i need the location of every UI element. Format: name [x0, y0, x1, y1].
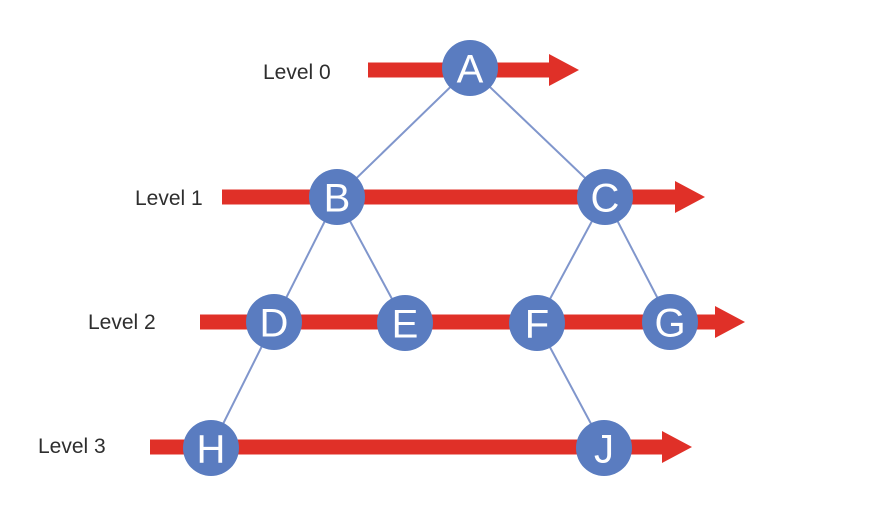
node-A-label: A: [457, 47, 484, 91]
node-D-label: D: [260, 301, 289, 345]
node-H-label: H: [197, 427, 226, 471]
level-3-arrowhead-icon: [662, 431, 692, 463]
node-B-label: B: [324, 176, 351, 220]
tree-nodes: A B C D E F G H J: [183, 40, 698, 476]
node-A-circle: [442, 40, 498, 96]
node-F: F: [509, 295, 565, 351]
node-G: G: [642, 294, 698, 350]
node-E-circle: [377, 295, 433, 351]
tree-edge-A-C: [469, 67, 606, 198]
node-H: H: [183, 420, 239, 476]
node-C: C: [577, 169, 633, 225]
node-C-circle: [577, 169, 633, 225]
node-H-circle: [183, 420, 239, 476]
node-E: E: [377, 295, 433, 351]
node-D: D: [246, 294, 302, 350]
level-label-3: Level 3: [38, 435, 106, 458]
tree-edge-A-B: [336, 67, 471, 198]
node-C-label: C: [591, 176, 620, 220]
node-G-circle: [642, 294, 698, 350]
node-J-circle: [576, 420, 632, 476]
node-D-circle: [246, 294, 302, 350]
tree-edges: [210, 67, 671, 449]
node-A: A: [442, 40, 498, 96]
node-B-circle: [309, 169, 365, 225]
level-2-arrowhead-icon: [715, 306, 745, 338]
node-F-circle: [509, 295, 565, 351]
level-label-0: Level 0: [263, 61, 331, 84]
level-labels: Level 0 Level 1 Level 2 Level 3: [38, 61, 331, 458]
node-B: B: [309, 169, 365, 225]
level-0-arrowhead-icon: [549, 54, 579, 86]
node-E-label: E: [392, 302, 419, 346]
node-J-label: J: [594, 427, 614, 471]
level-1-arrowhead-icon: [675, 181, 705, 213]
level-label-2: Level 2: [88, 311, 156, 334]
node-J: J: [576, 420, 632, 476]
node-F-label: F: [525, 302, 549, 346]
level-label-1: Level 1: [135, 187, 203, 210]
node-G-label: G: [654, 301, 685, 345]
